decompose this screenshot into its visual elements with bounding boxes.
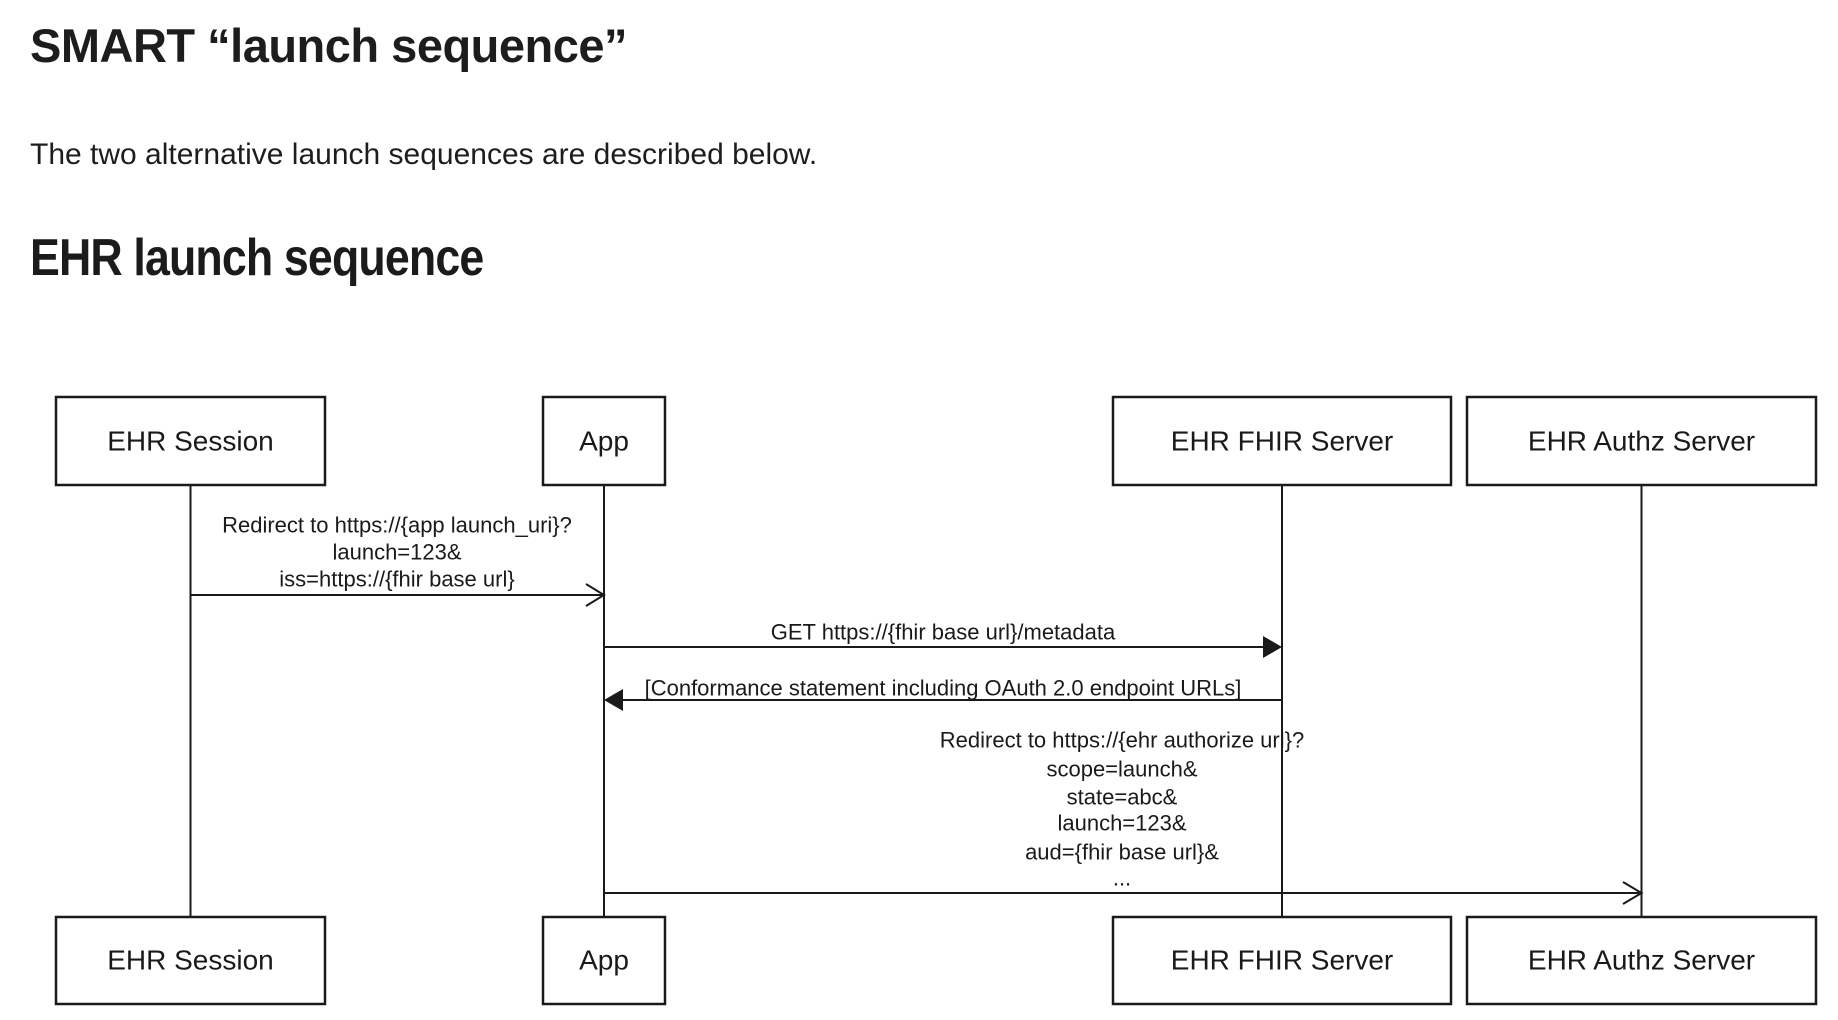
message-conformance-statement: [Conformance statement including OAuth 2… xyxy=(604,676,1282,711)
message-2-arrowhead xyxy=(1263,636,1282,658)
actor-box-authz-server-top xyxy=(1465,395,1818,487)
message-4-line-2: scope=launch& xyxy=(1046,757,1197,782)
message-4-line-1: Redirect to https://{ehr authorize url}? xyxy=(940,728,1304,753)
message-1-line-1: Redirect to https://{app launch_uri}? xyxy=(222,513,572,538)
actor-label-ehr-session-bottom: EHR Session xyxy=(107,945,274,976)
actors-bottom-row: EHR Session App EHR FHIR Server EHR Auth… xyxy=(54,915,1818,1006)
message-3-line-1: [Conformance statement including OAuth 2… xyxy=(645,676,1242,701)
message-2-line-1: GET https://{fhir base url}/metadata xyxy=(771,620,1116,645)
actor-box-ehr-session-top xyxy=(54,395,327,487)
message-1-line-3: iss=https://{fhir base url} xyxy=(279,567,514,592)
actor-label-app-top: App xyxy=(579,426,629,457)
message-get-metadata: GET https://{fhir base url}/metadata xyxy=(604,620,1282,658)
actor-box-fhir-server-top xyxy=(1111,395,1453,487)
actors-top-row: EHR Session App EHR FHIR Server EHR Auth… xyxy=(54,395,1818,487)
actor-box-ehr-session-bottom xyxy=(54,915,327,1006)
actor-box-fhir-server-bottom xyxy=(1111,915,1453,1006)
actor-box-app-top xyxy=(541,395,667,487)
sequence-diagram: EHR Session App EHR FHIR Server EHR Auth… xyxy=(54,395,1818,1006)
message-4-line-5: aud={fhir base url}& xyxy=(1025,840,1219,865)
message-1-line-2: launch=123& xyxy=(332,540,461,565)
message-redirect-to-authorize: Redirect to https://{ehr authorize url}?… xyxy=(604,728,1644,905)
actor-label-authz-server-top: EHR Authz Server xyxy=(1528,426,1755,457)
message-4-line-3: state=abc& xyxy=(1067,785,1178,810)
message-redirect-to-app: Redirect to https://{app launch_uri}? la… xyxy=(190,513,606,607)
section-heading-ehr-launch: EHR launch sequence xyxy=(30,229,484,287)
actor-label-ehr-session-top: EHR Session xyxy=(107,426,274,457)
message-4-line-6: ... xyxy=(1113,866,1131,891)
actor-label-fhir-server-bottom: EHR FHIR Server xyxy=(1171,945,1393,976)
actor-box-authz-server-bottom xyxy=(1465,915,1818,1006)
page-title: SMART “launch sequence” xyxy=(30,19,628,72)
intro-paragraph: The two alternative launch sequences are… xyxy=(30,138,818,171)
actor-label-fhir-server-top: EHR FHIR Server xyxy=(1171,426,1393,457)
actor-label-authz-server-bottom: EHR Authz Server xyxy=(1528,945,1755,976)
message-4-arrowhead xyxy=(1622,881,1644,905)
actor-box-app-bottom xyxy=(541,915,667,1006)
message-3-arrowhead xyxy=(604,689,623,711)
actor-label-app-bottom: App xyxy=(579,945,629,976)
message-1-arrowhead xyxy=(585,583,606,607)
message-4-line-4: launch=123& xyxy=(1057,811,1186,836)
